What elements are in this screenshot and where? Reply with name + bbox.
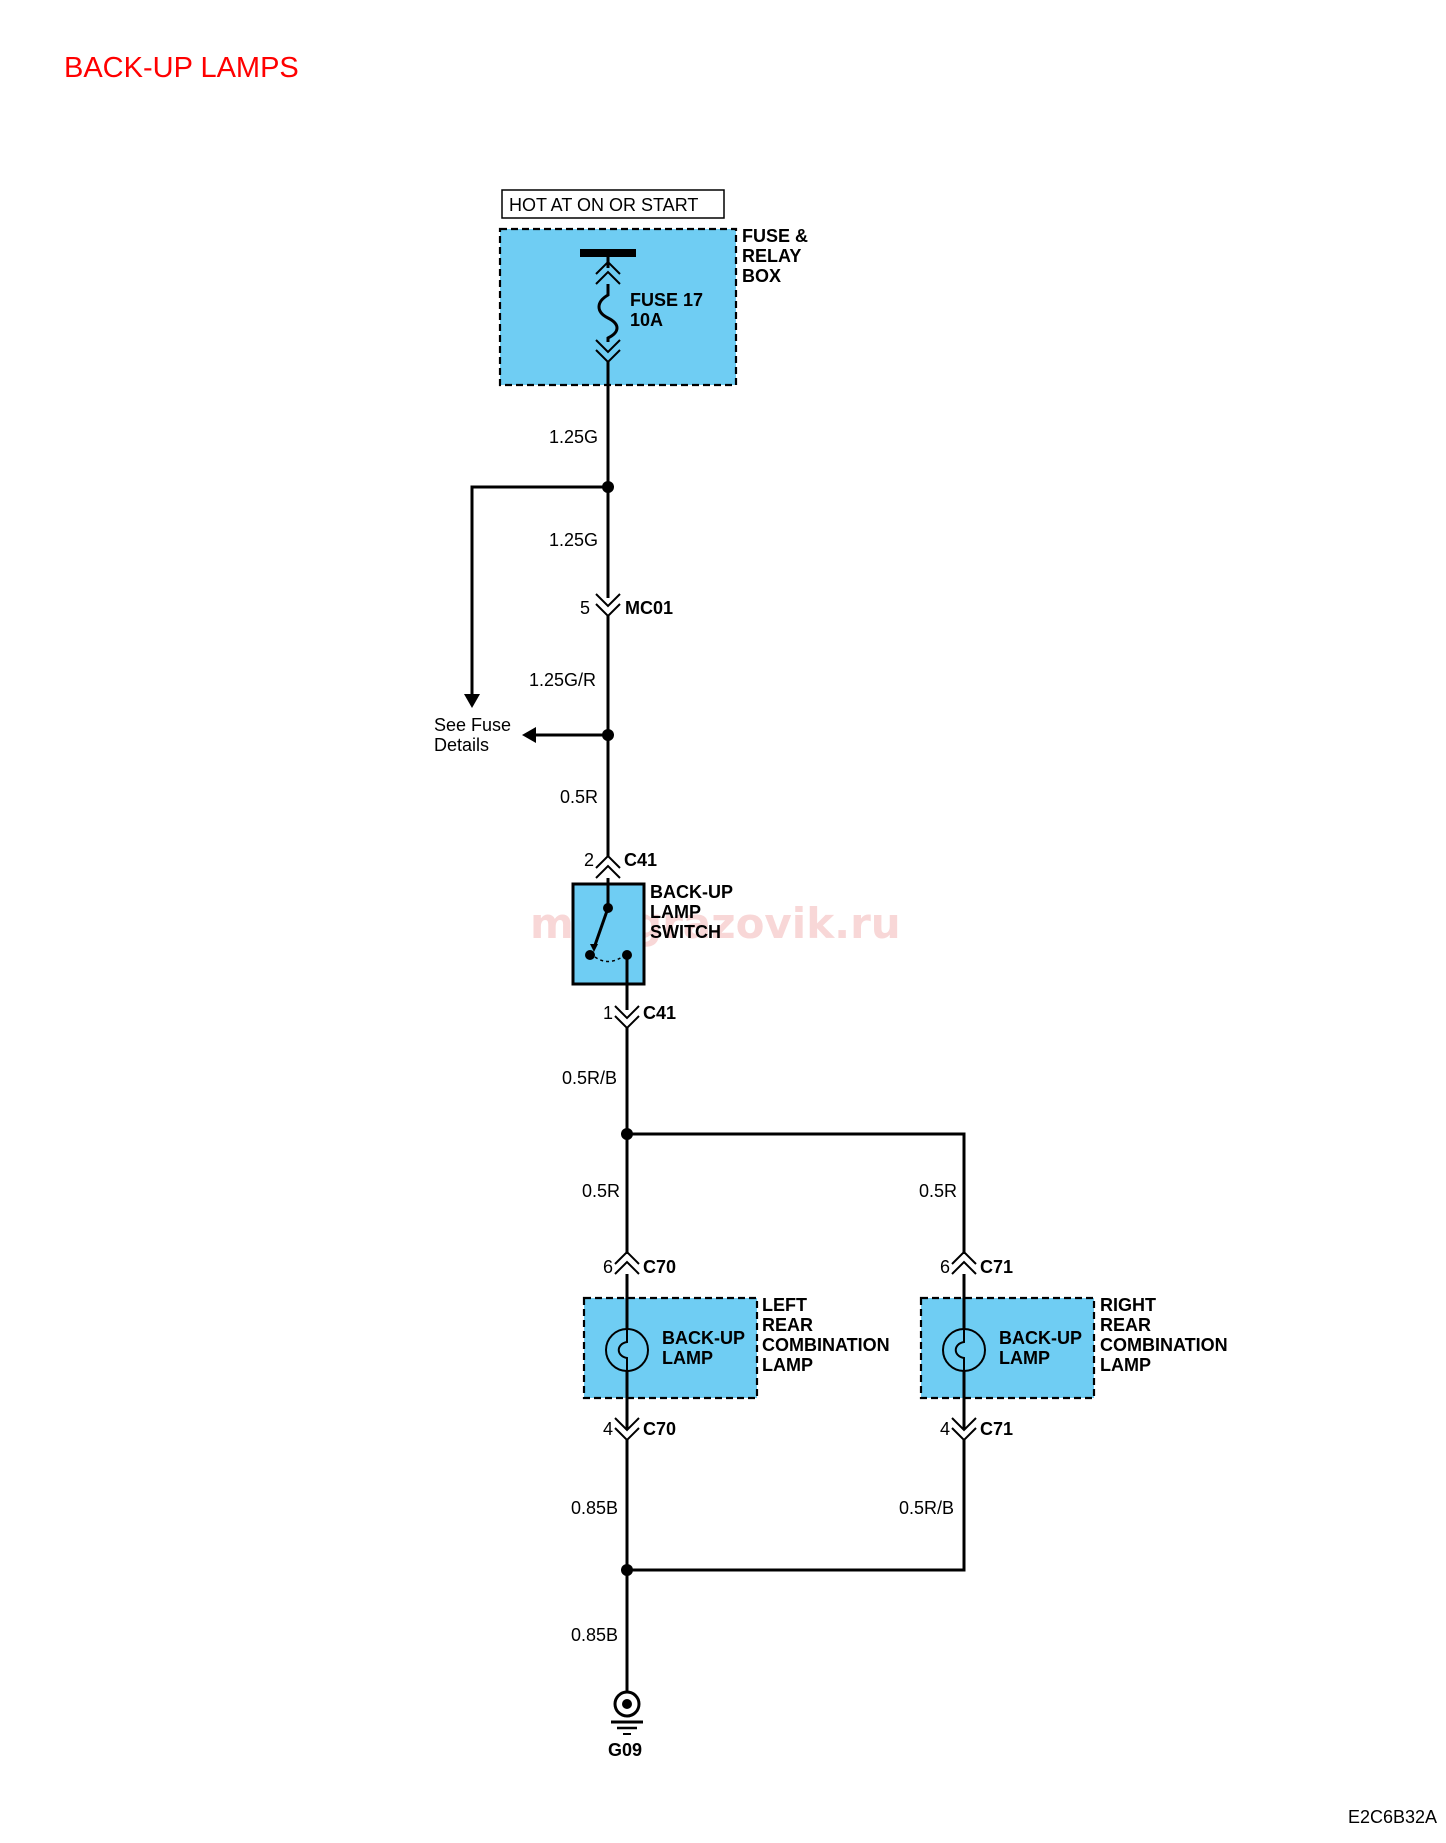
left-lamp-inner-label: BACK-UP LAMP [662,1328,750,1368]
connector-c70-top-name: C70 [643,1257,676,1277]
left-lamp-name: LEFT REAR COMBINATION LAMP [762,1295,895,1375]
wire-label-6-right: 0.5R [919,1181,957,1201]
ground-label: G09 [608,1740,642,1760]
see-fuse-details: See Fuse Details [434,715,516,755]
connector-c70-bottom-pin: 4 [603,1419,613,1439]
wire-label-2: 1.25G [549,530,598,550]
switch-label: BACK-UP LAMP SWITCH [650,882,738,942]
connector-c70-top-pin: 6 [603,1257,613,1277]
wire-ground-return-right [627,1440,966,1572]
fuse-symbol [580,249,636,364]
power-label-box [501,189,725,219]
connector-mc01-name: MC01 [625,598,673,618]
wire-branch-right [627,1132,966,1254]
right-lamp-inner-label: BACK-UP LAMP [999,1328,1087,1368]
page-title: BACK-UP LAMPS [64,52,299,84]
wire-label-4: 0.5R [560,787,598,807]
connector-c41-top-icon [595,854,621,879]
switch-symbol [585,878,632,1010]
connector-c70-bottom-name: C70 [643,1419,676,1439]
wire-branch-left [470,485,608,700]
wire-label-7-right: 0.5R/B [899,1498,954,1518]
bulb-icon [942,1328,986,1372]
wire-label-1: 1.25G [549,427,598,447]
connector-c71-top-pin: 6 [940,1257,950,1277]
fuse-box-name: FUSE & RELAY BOX [742,226,813,286]
wire-label-3: 1.25G/R [529,670,596,690]
connector-c71-bottom-name: C71 [980,1419,1013,1439]
connector-c41-top-name: C41 [624,850,657,870]
wire-label-7-left: 0.85B [571,1498,618,1518]
connector-c71-top-icon [951,1250,977,1275]
wire-label-6-left: 0.5R [582,1181,620,1201]
fuse-label: FUSE 17 10A [630,290,708,330]
connector-c71-bottom-pin: 4 [940,1419,950,1439]
right-lamp-name: RIGHT REAR COMBINATION LAMP [1100,1295,1233,1375]
ground-icon [611,1690,643,1735]
connector-c41-bottom-pin: 1 [603,1003,613,1023]
connector-c70-top-icon [614,1250,640,1275]
wire-label-5: 0.5R/B [562,1068,617,1088]
connector-c41-bottom-name: C41 [643,1003,676,1023]
wire-label-8: 0.85B [571,1625,618,1645]
bulb-icon [605,1328,649,1372]
arrow-down-icon [464,694,480,708]
connector-c71-top-name: C71 [980,1257,1013,1277]
figure-id: E2C6B32A [1348,1807,1437,1827]
power-label: HOT AT ON OR START [509,195,698,215]
connector-c41-top-pin: 2 [584,850,594,870]
connector-mc01-pin: 5 [580,598,590,618]
arrow-left-icon [522,727,536,743]
